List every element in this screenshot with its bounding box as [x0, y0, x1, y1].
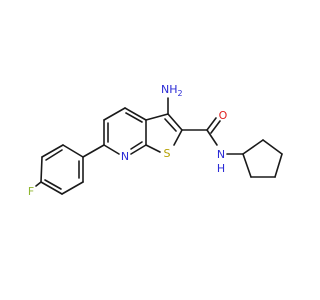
sulfur-label: S	[164, 147, 171, 160]
bond	[44, 179, 62, 190]
bond	[103, 107, 126, 121]
bond	[103, 144, 120, 155]
amino-label: NH2	[161, 83, 183, 98]
oxygen-label: O	[219, 109, 228, 122]
molecule-diagram: NH2 O N H S N F	[27, 83, 283, 198]
bond	[62, 144, 84, 158]
bond	[167, 113, 183, 131]
bond	[210, 120, 221, 134]
bond	[61, 181, 84, 195]
bond	[35, 181, 42, 187]
bond	[41, 144, 64, 158]
bond	[130, 141, 143, 150]
amide-hydrogen-label: H	[217, 162, 225, 175]
bond	[40, 156, 43, 183]
bond	[206, 117, 217, 131]
bond	[206, 129, 218, 146]
bond	[40, 181, 63, 195]
amide-nitrogen-label: N	[217, 148, 225, 161]
atom-labels: NH2 O N H S N F	[28, 83, 228, 198]
structure-svg: NH2 O N H S N F	[28, 83, 283, 198]
bond	[164, 118, 177, 132]
bond	[262, 139, 283, 155]
bond	[274, 153, 283, 178]
bonds	[35, 97, 283, 195]
bond	[125, 112, 143, 123]
bond	[242, 153, 252, 178]
pyridine-nitrogen-label: N	[121, 150, 129, 163]
bond	[145, 144, 161, 153]
fluorine-label: F	[28, 185, 34, 198]
bond	[45, 149, 63, 161]
bond	[82, 144, 105, 158]
bond	[145, 113, 169, 121]
bond	[173, 129, 183, 146]
bond	[130, 144, 147, 155]
bond	[124, 107, 147, 121]
bond	[242, 139, 264, 155]
